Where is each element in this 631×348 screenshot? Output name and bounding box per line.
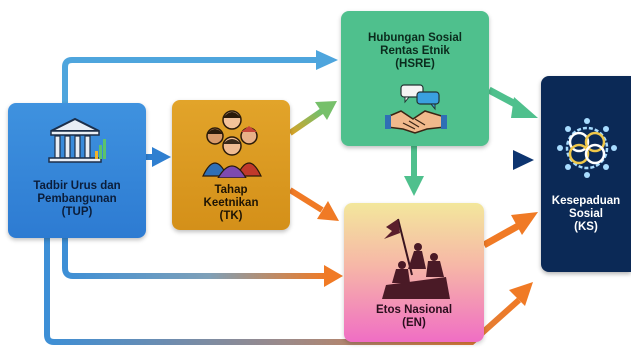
node-en: Etos Nasional (EN) — [344, 203, 484, 342]
diverse-people-icon — [202, 110, 262, 178]
handshake-chat-icon — [385, 84, 447, 134]
edge-en-ks — [482, 222, 520, 249]
edge-tk-ks-arrowhead — [513, 150, 534, 170]
node-en-label: Etos Nasional (EN) — [375, 304, 453, 329]
edge-tk-en-arrowhead — [317, 201, 339, 221]
flag-statue-icon — [382, 218, 450, 299]
edge-tup-ks-arrowhead — [509, 282, 533, 306]
edge-en-ks-arrowhead — [511, 212, 538, 235]
edge-hsre-en-arrowhead — [404, 176, 424, 196]
edge-tup-en-arrowhead — [324, 265, 343, 287]
node-tk: Tahap Keetnikan (TK) — [172, 100, 290, 230]
node-ks: Kesepaduan Sosial (KS) — [541, 76, 631, 272]
node-tup: Tadbir Urus dan Pembangunan (TUP) — [8, 103, 146, 238]
edge-tup-hsre-arrowhead — [316, 50, 338, 70]
edge-tup-ks — [44, 238, 521, 345]
edge-tk-hsre — [288, 108, 324, 136]
edge-tk-en — [288, 187, 324, 213]
interlocked-hands-emblem-icon — [557, 118, 617, 178]
edge-tup-en — [62, 238, 326, 279]
government-building-icon — [48, 117, 106, 163]
edge-tup-tk-arrowhead — [152, 147, 171, 167]
node-tk-label: Tahap Keetnikan (TK) — [203, 184, 259, 222]
node-hsre: Hubungan Sosial Rentas Etnik (HSRE) — [341, 11, 489, 146]
edge-tup-hsre — [62, 57, 318, 103]
edge-hsre-ks-arrowhead — [511, 97, 538, 118]
node-ks-label: Kesepaduan Sosial (KS) — [551, 195, 621, 233]
edge-tk-hsre-arrowhead — [315, 101, 337, 120]
node-hsre-label: Hubungan Sosial Rentas Etnik (HSRE) — [368, 32, 462, 70]
node-tup-label: Tadbir Urus dan Pembangunan (TUP) — [33, 180, 121, 218]
